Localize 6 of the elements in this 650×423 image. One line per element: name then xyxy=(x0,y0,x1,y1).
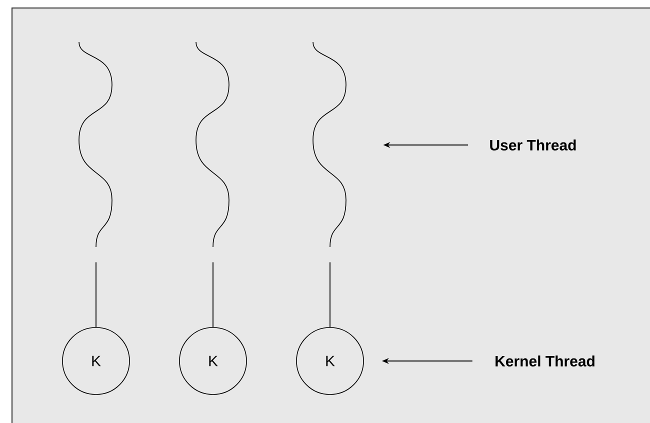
wavy-line xyxy=(78,42,112,248)
thread-label: User Thread xyxy=(490,140,576,150)
wavy-line xyxy=(196,42,230,248)
connector-line xyxy=(212,262,214,328)
wavy-line xyxy=(312,42,346,248)
thread-label: Kernel Thread xyxy=(496,356,594,366)
